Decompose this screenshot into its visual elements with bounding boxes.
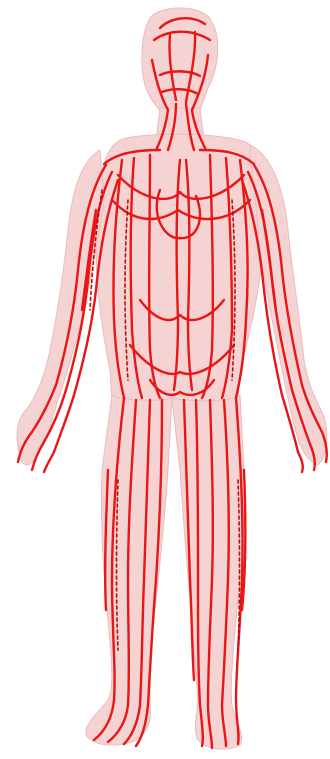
vessel-hand-right-3 — [298, 452, 303, 472]
body-silhouette — [17, 8, 327, 749]
vessel-hand-left-3 — [44, 452, 54, 472]
